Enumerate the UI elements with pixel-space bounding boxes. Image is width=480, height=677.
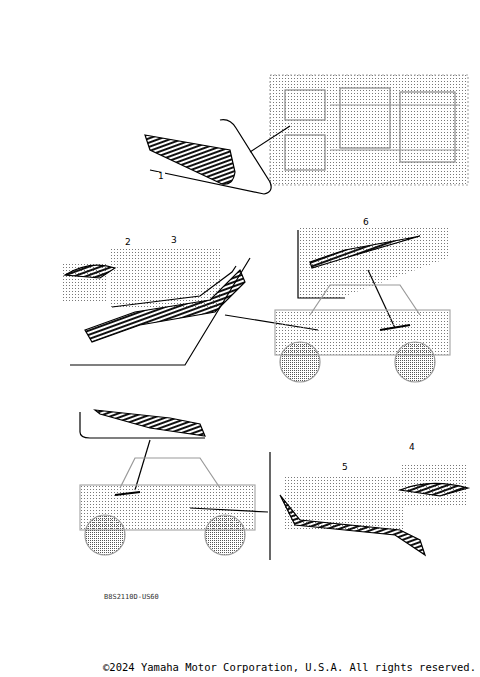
decal-inset: [270, 452, 468, 560]
callout-number: 4: [408, 443, 416, 452]
decal-inset: [80, 410, 205, 490]
copyright-note: ©2024 Yamaha Motor Corporation, U.S.A. A…: [103, 662, 476, 673]
callout-number: 1: [157, 172, 165, 181]
drawing-code: B8S2110D-US60: [104, 594, 159, 601]
vehicle-side-view: [275, 285, 450, 382]
callout-number: 6: [362, 218, 370, 227]
vehicle-side-view: [80, 458, 268, 555]
decal-inset: [145, 120, 290, 194]
callout-number: 5: [341, 463, 349, 472]
vehicle-top-view: [270, 75, 468, 185]
callout-number: 2: [124, 238, 132, 247]
callout-number: 3: [170, 236, 178, 245]
